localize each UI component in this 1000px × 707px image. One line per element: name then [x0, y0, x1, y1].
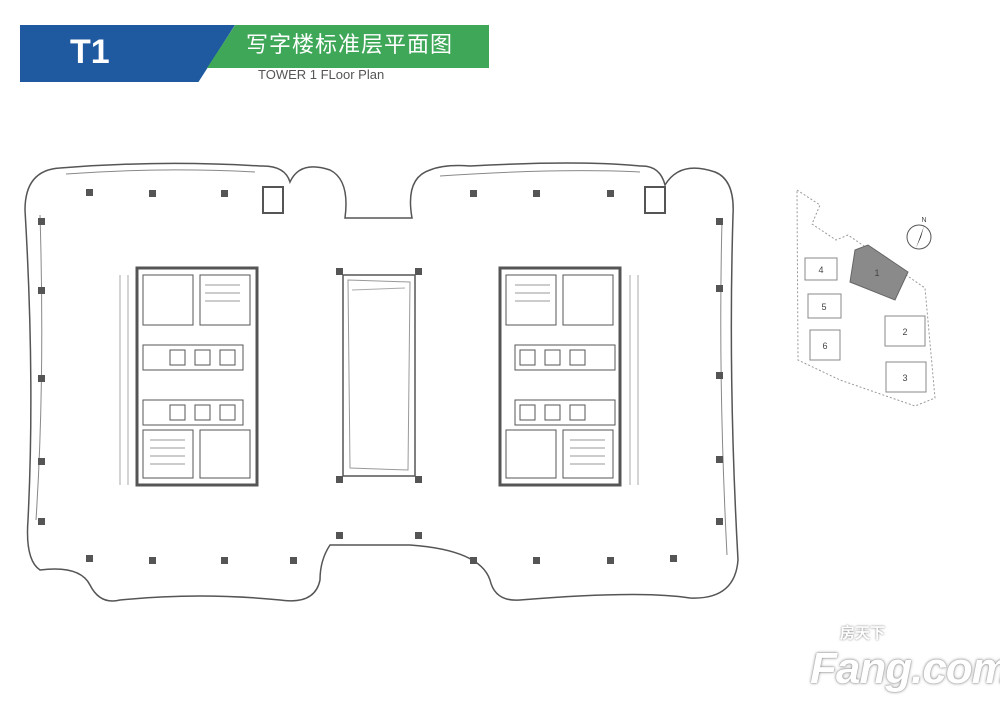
building-label: 2 [902, 327, 907, 337]
tower-banner [20, 25, 235, 82]
watermark-logo: Fang.com [810, 644, 1000, 693]
stair-pod-left [262, 186, 284, 214]
building-label: 1 [874, 268, 879, 278]
building-label: 3 [902, 373, 907, 383]
floor-outline [24, 162, 739, 602]
core-right [498, 266, 639, 487]
building-label: 6 [822, 341, 827, 351]
north-label: N [921, 217, 926, 224]
structural-columns [38, 189, 723, 564]
building-label: 5 [821, 302, 826, 312]
compass-icon [906, 224, 932, 250]
stair-pod-right [644, 186, 666, 214]
title-banner [207, 25, 489, 68]
core-left [119, 266, 259, 487]
page-subtitle: TOWER 1 FLoor Plan [258, 67, 385, 82]
tower-label: T1 [70, 33, 110, 71]
atrium-void [342, 274, 416, 477]
building-label: 4 [818, 265, 823, 275]
page-title: 写字楼标准层平面图 [246, 33, 454, 58]
site-plan [796, 189, 936, 407]
highlighted-building [849, 244, 909, 301]
watermark-logo-cn: 房天下 [840, 624, 886, 642]
